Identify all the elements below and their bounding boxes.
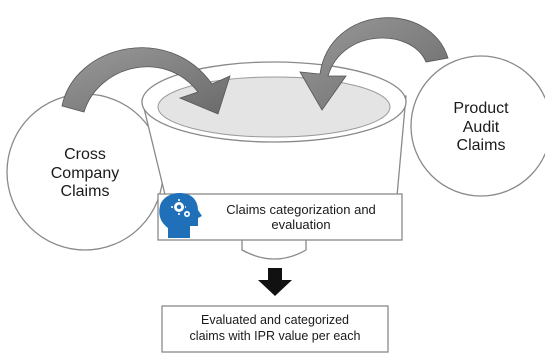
brain-gear-icon: [159, 193, 202, 238]
down-arrow: [258, 268, 292, 296]
left-circle-label: Cross Company Claims: [50, 145, 120, 201]
right-curved-arrow: [299, 17, 449, 111]
right-circle-label: Product Audit Claims: [453, 99, 509, 155]
right-circle: [410, 55, 545, 197]
output-box: [161, 305, 389, 353]
process-box-label: Claims categorization and evaluation: [226, 201, 376, 232]
left-curved-arrow: [61, 47, 231, 115]
output-box-label: Evaluated and categorized claims with IP…: [189, 313, 361, 343]
